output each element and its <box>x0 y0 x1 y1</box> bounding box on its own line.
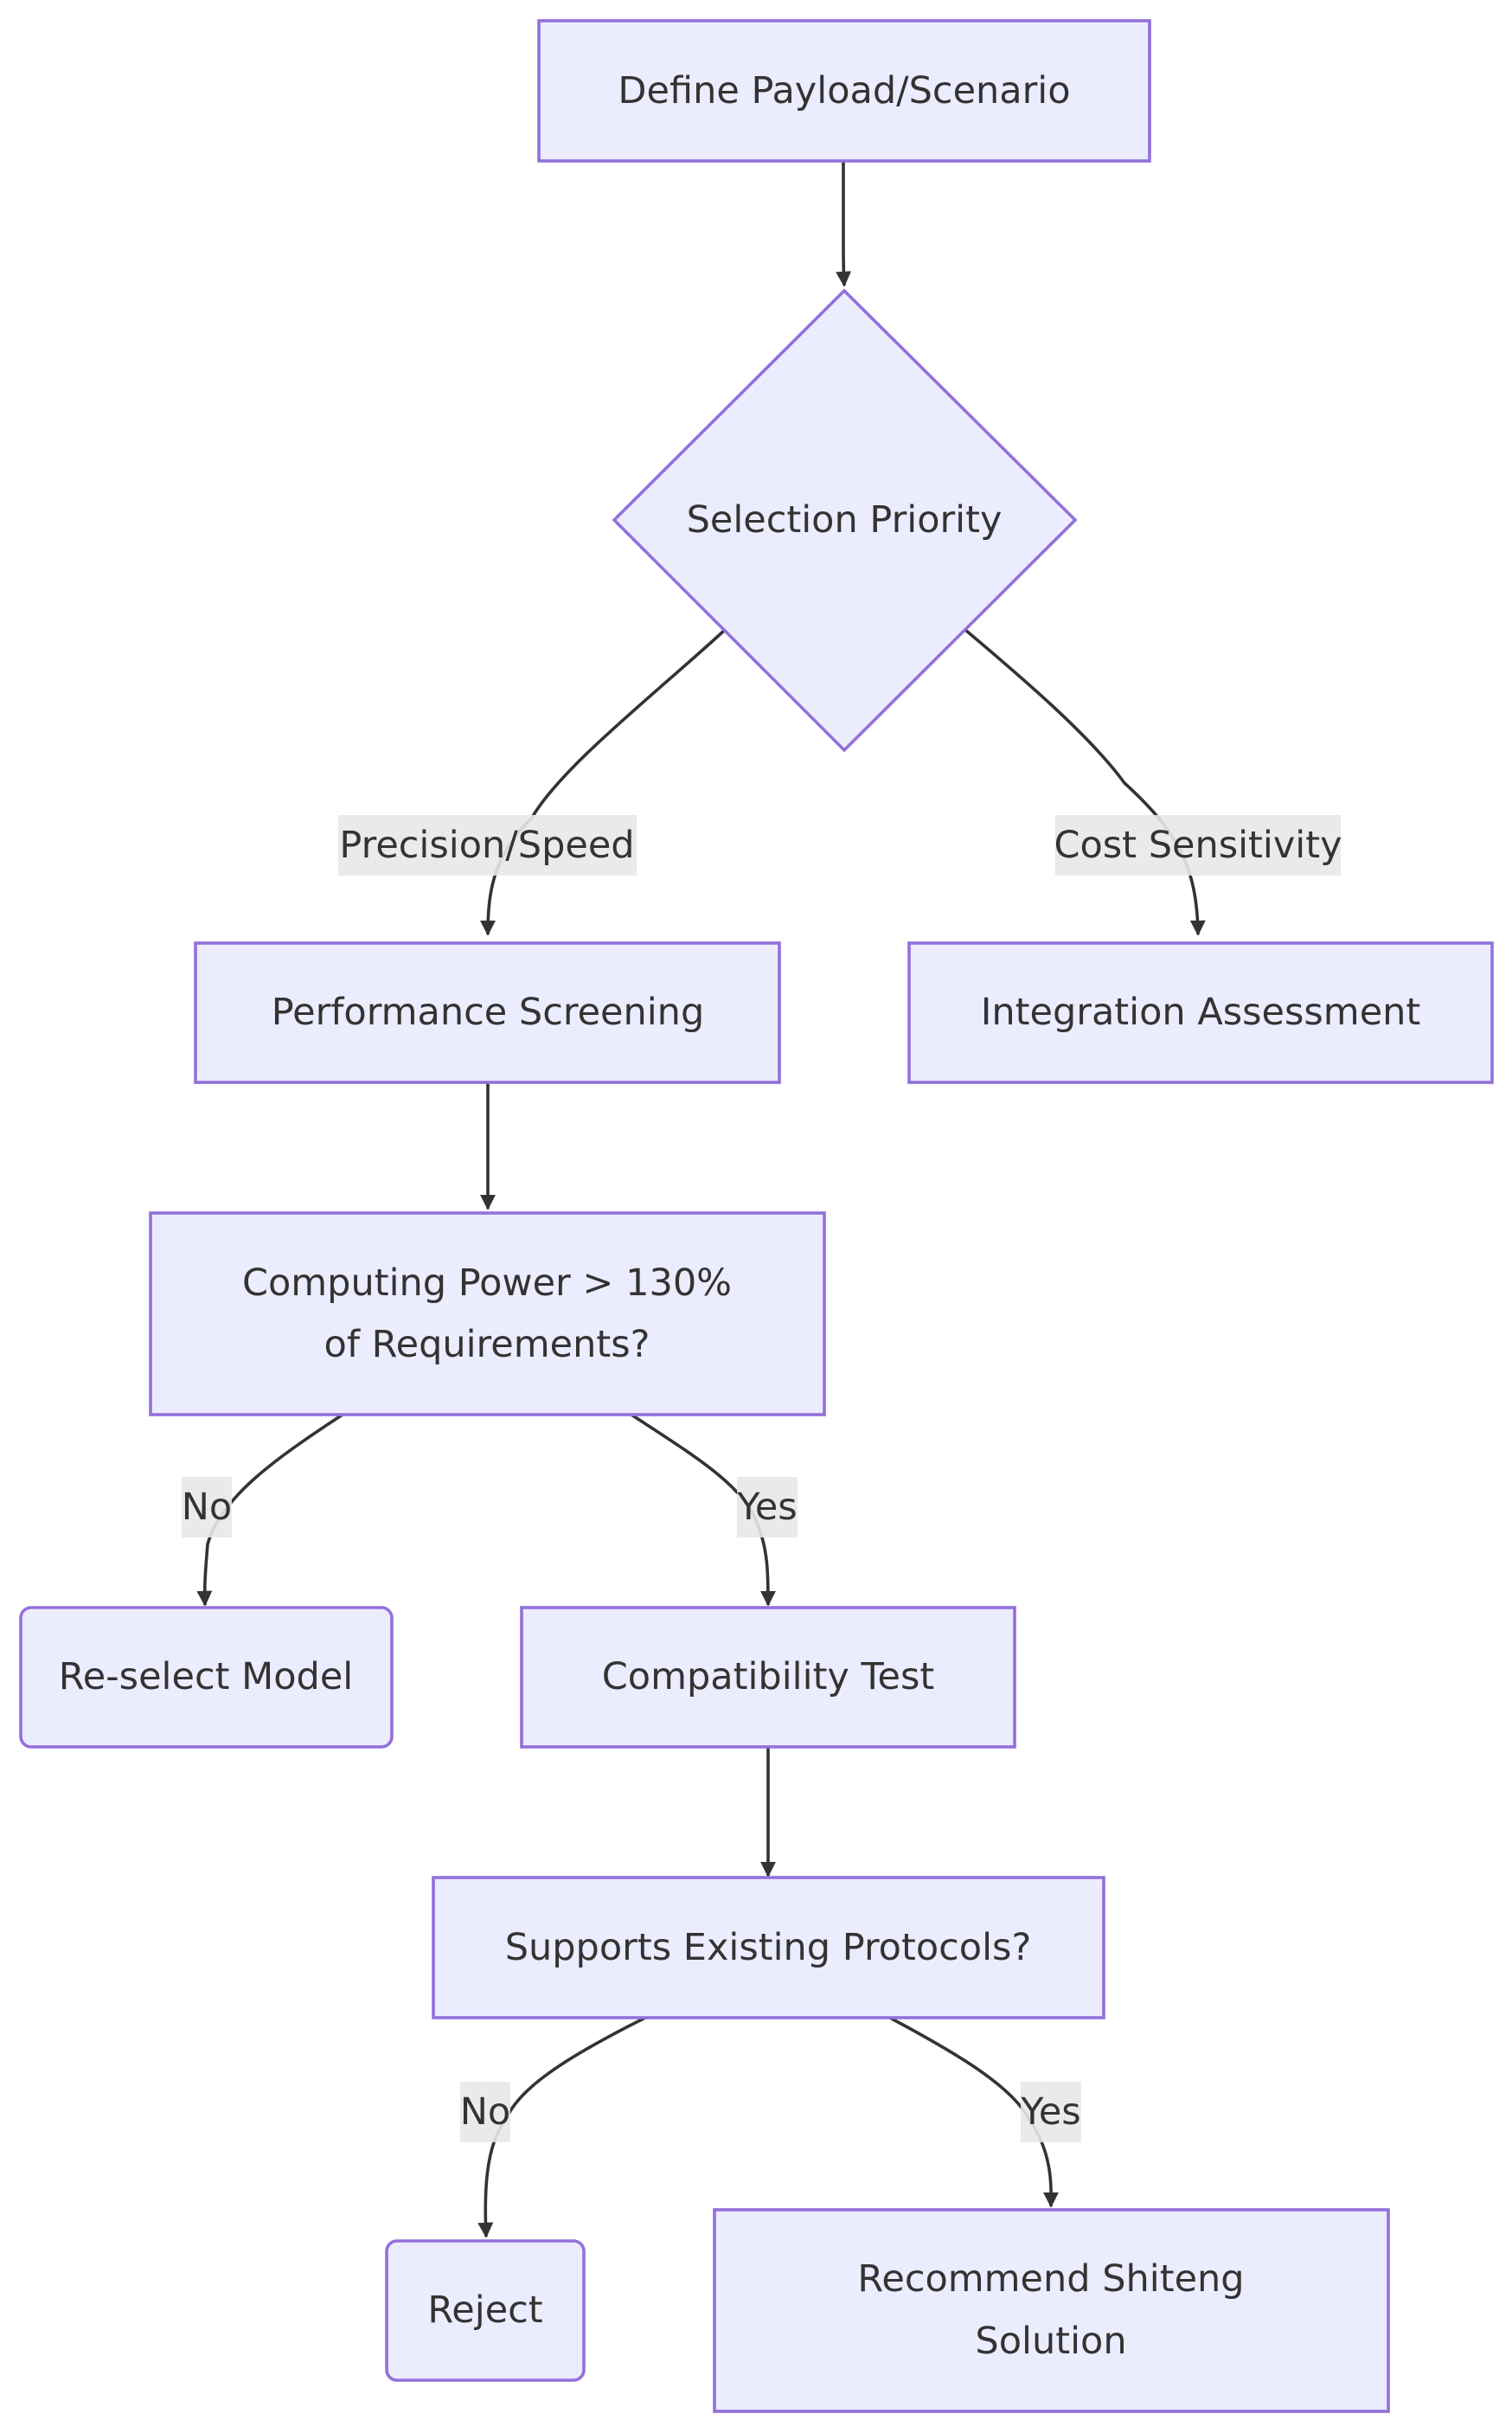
node-supports-existing-protocols-text: Supports Existing Protocols? <box>505 1926 1032 1969</box>
edge-label-yes-protocols-text: Yes <box>1020 2090 1080 2134</box>
edge-labels: Precision/Speed Cost Sensitivity No Yes … <box>182 815 1342 2142</box>
node-computing-power-text-line1: Computing Power > 130% <box>242 1261 732 1305</box>
node-selection-priority-text: Selection Priority <box>687 498 1003 542</box>
edge-priority-to-integration <box>964 628 1206 936</box>
node-recommend-shiteng-solution: Recommend Shiteng Solution <box>713 2208 1390 2413</box>
node-recommend-text-line2: Solution <box>975 2320 1126 2363</box>
edge-label-yes-computing-text: Yes <box>736 1486 797 1529</box>
edge-label-precision-speed: Precision/Speed <box>338 815 637 876</box>
node-define-payload-scenario: Define Payload/Scenario <box>537 19 1151 163</box>
node-computing-power-check: Computing Power > 130% of Requirements? <box>149 1211 826 1416</box>
edge-label-no-computing: No <box>182 1477 232 1537</box>
node-performance-screening: Performance Screening <box>194 941 781 1084</box>
node-reject: Reject <box>385 2239 586 2382</box>
node-define-payload-scenario-text: Define Payload/Scenario <box>618 69 1070 112</box>
edge-label-cost-sensitivity: Cost Sensitivity <box>1054 815 1342 876</box>
node-compatibility-test: Compatibility Test <box>520 1606 1016 1749</box>
node-performance-screening-text: Performance Screening <box>272 991 704 1034</box>
node-compatibility-test-text: Compatibility Test <box>602 1655 934 1698</box>
node-recommend-text-line1: Recommend Shiteng <box>857 2257 1244 2301</box>
edge-label-no-computing-text: No <box>182 1486 232 1529</box>
edge-label-no-protocols-text: No <box>460 2090 510 2134</box>
edge-label-yes-computing: Yes <box>736 1477 798 1537</box>
edge-define-to-priority <box>836 161 852 287</box>
edge-label-precision-speed-text: Precision/Speed <box>339 824 634 867</box>
edge-label-no-protocols: No <box>460 2082 510 2142</box>
edge-label-yes-protocols: Yes <box>1020 2082 1081 2142</box>
node-reject-text: Reject <box>427 2289 542 2332</box>
edge-priority-to-performance <box>480 628 727 936</box>
edge-label-cost-sensitivity-text: Cost Sensitivity <box>1054 824 1342 867</box>
node-selection-priority: Selection Priority <box>612 288 1078 753</box>
node-integration-assessment-text: Integration Assessment <box>981 991 1421 1034</box>
node-integration-assessment: Integration Assessment <box>907 941 1494 1084</box>
node-re-select-model: Re-select Model <box>19 1606 394 1749</box>
node-computing-power-text-line2: of Requirements? <box>324 1323 650 1366</box>
node-supports-existing-protocols: Supports Existing Protocols? <box>432 1876 1105 2019</box>
node-re-select-model-text: Re-select Model <box>59 1655 353 1698</box>
nodes: Define Payload/Scenario Selection Priori… <box>19 19 1494 2413</box>
